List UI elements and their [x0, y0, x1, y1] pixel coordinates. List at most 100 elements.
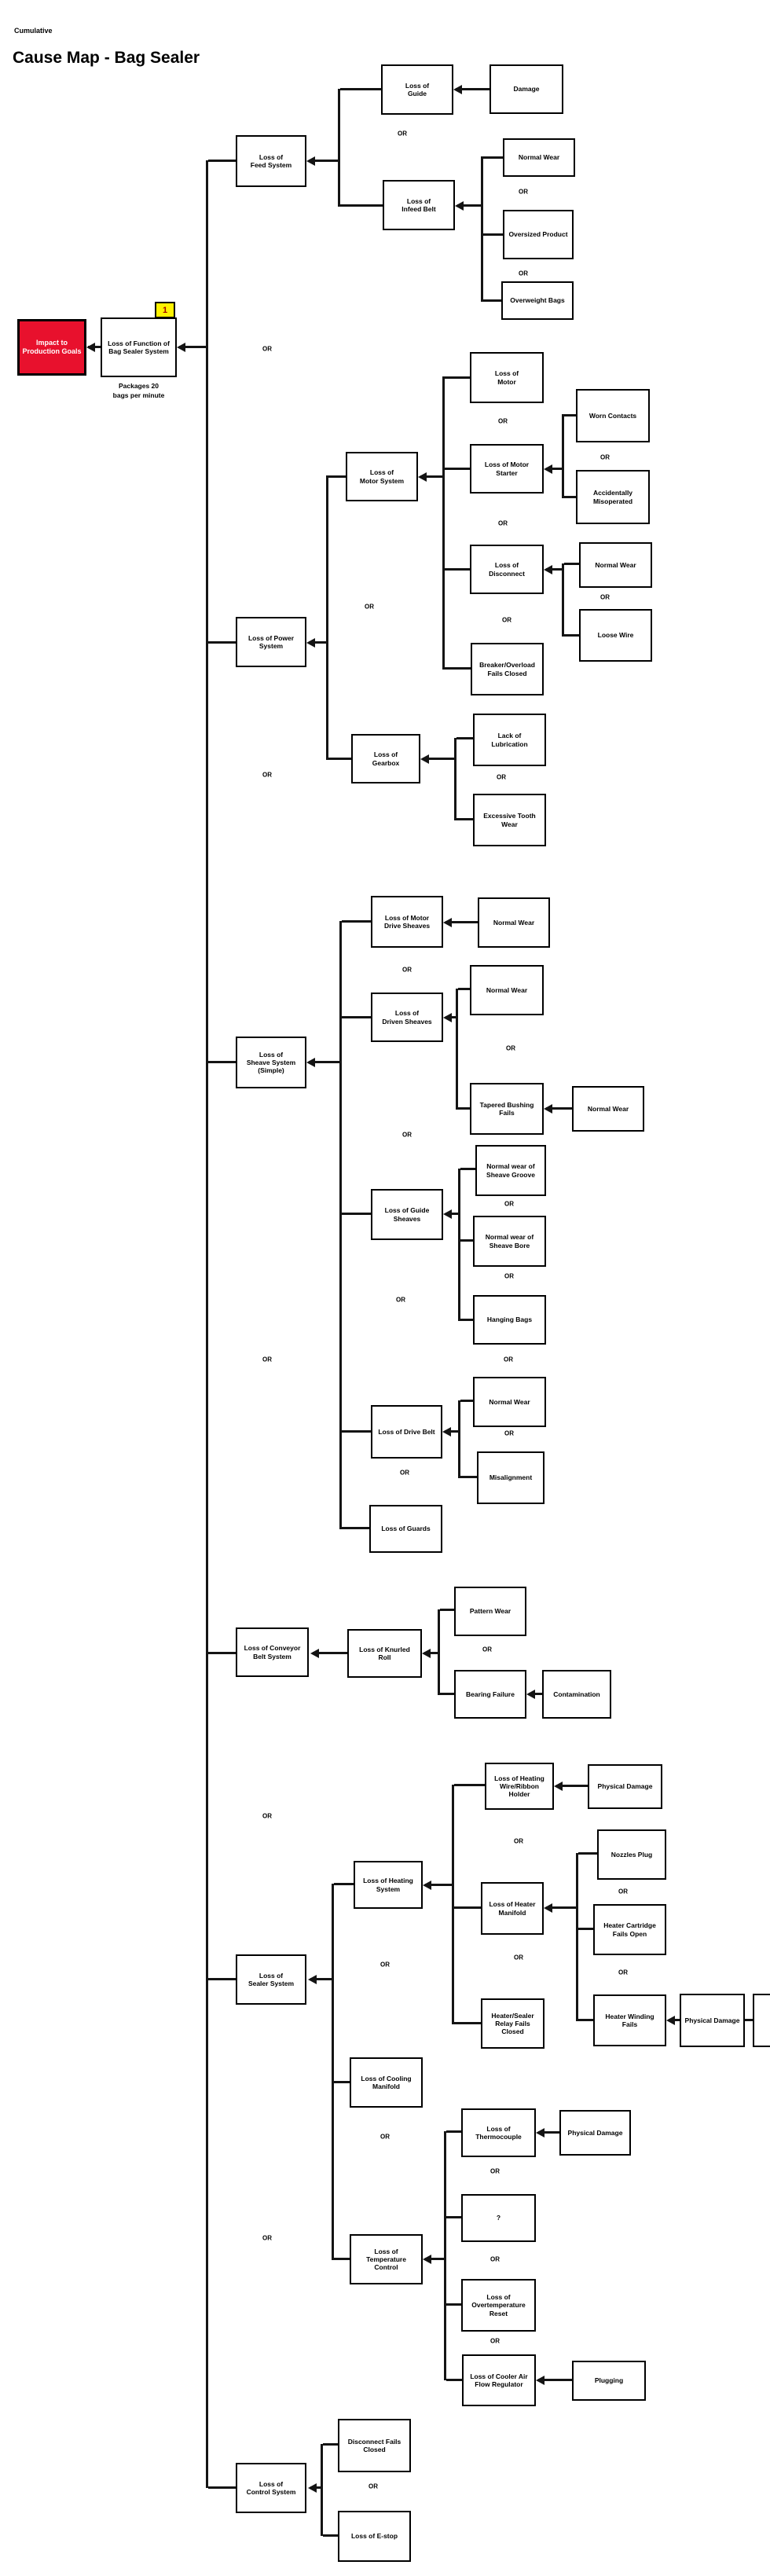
node-normal-wear-bushing: Normal Wear [572, 1086, 644, 1132]
or-gate-label: OR [490, 2255, 500, 2263]
node-loss-of-cooling-manifold: Loss of Cooling Manifold [350, 2057, 423, 2108]
node-impact-to-production-goals: Impact to Production Goals [17, 319, 86, 376]
or-gate-label: OR [618, 1969, 628, 1976]
connector-line [578, 1928, 593, 1930]
arrowhead-icon [544, 1903, 552, 1913]
page-title: Cause Map - Bag Sealer [13, 49, 200, 67]
connector-line [342, 1527, 369, 1529]
connector-line [458, 988, 470, 990]
node-loss-of-motor-starter: Loss of Motor Starter [470, 444, 544, 494]
connector-line [309, 160, 338, 162]
connector-line [456, 818, 473, 820]
node-loss-of-control-system: Loss of Control System [236, 2463, 306, 2513]
or-gate-label: OR [514, 1837, 523, 1845]
node-unknown-cause: ? [461, 2194, 536, 2242]
evidence-badge: 1 [155, 302, 175, 318]
connector-line [454, 1784, 485, 1786]
connector-line [342, 1016, 371, 1018]
connector-line [538, 2131, 559, 2134]
node-bearing-failure: Bearing Failure [454, 1670, 526, 1719]
connector-line [456, 88, 490, 90]
node-heater-winding-fails: Heater Winding Fails [593, 1994, 666, 2046]
node-normal-wear-drive-belt: Normal Wear [473, 1377, 546, 1427]
connector-line [576, 1853, 578, 2021]
node-nozzles-plug: Nozzles Plug [597, 1829, 666, 1880]
or-gate-label: OR [600, 593, 610, 601]
connector-line [481, 156, 483, 302]
arrowhead-icon [422, 1649, 431, 1658]
node-loss-of-power-system: Loss of Power System [236, 617, 306, 667]
connector-line [440, 1693, 454, 1695]
node-loss-of-motor: Loss of Motor [470, 352, 544, 403]
or-gate-label: OR [504, 1429, 514, 1437]
arrowhead-icon [306, 1058, 315, 1067]
connector-line [445, 1430, 458, 1433]
node-loss-of-overtemperature-reset: Loss of Overtemperature Reset [461, 2279, 536, 2332]
connector-line [309, 641, 326, 644]
arrowhead-icon [554, 1782, 563, 1791]
node-loss-of-temperature-control: Loss of Temperature Control [350, 2234, 423, 2284]
connector-line [556, 1785, 588, 1787]
arrowhead-icon [308, 1975, 317, 1984]
connector-line [546, 1906, 576, 1909]
connector-line [564, 496, 576, 498]
arrowhead-icon [306, 156, 315, 166]
arrowhead-icon [310, 1649, 319, 1658]
top-event-note: Packages 20 bags per minute [112, 382, 165, 399]
or-gate-label: OR [262, 1812, 272, 1820]
connector-line [444, 2131, 446, 2380]
connector-line [454, 738, 456, 820]
connector-line [321, 2444, 323, 2536]
node-loss-of-infeed-belt: Loss of Infeed Belt [383, 180, 455, 230]
connector-line [445, 468, 470, 470]
node-loss-of-knurled-roll: Loss of Knurled Roll [347, 1629, 422, 1678]
node-physical-damage-heating-wire: Physical Damage [588, 1764, 662, 1809]
connector-line [339, 921, 342, 1529]
or-gate-label: OR [400, 1469, 409, 1477]
or-gate-label: OR [482, 1646, 492, 1653]
node-loss-of-guide: Loss of Guide [381, 64, 453, 115]
or-gate-label: OR [368, 2482, 378, 2490]
node-oversized-product: Oversized Product [503, 210, 574, 259]
arrowhead-icon [455, 201, 464, 211]
connector-line [454, 1906, 481, 1909]
arrowhead-icon [443, 918, 452, 927]
connector-line [460, 1476, 477, 1478]
node-hanging-bags: Hanging Bags [473, 1295, 546, 1345]
node-loose-wire: Loose Wire [579, 609, 652, 662]
node-physical-damage-winding: Physical Damage [680, 1994, 745, 2047]
connector-line [208, 2486, 236, 2489]
node-breaker-overload-fails-closed: Breaker/Overload Fails Closed [471, 643, 544, 695]
connector-line [460, 1400, 473, 1402]
node-excessive-tooth-wear: Excessive Tooth Wear [473, 794, 546, 846]
connector-line [208, 641, 236, 644]
connector-line [208, 160, 236, 162]
connector-line [328, 758, 351, 760]
node-worn-contacts: Worn Contacts [576, 389, 650, 442]
node-misalignment: Misalignment [477, 1451, 544, 1504]
node-normal-wear-disconnect: Normal Wear [579, 542, 652, 588]
node-loss-of-guide-sheaves: Loss of Guide Sheaves [371, 1189, 443, 1240]
connector-line [340, 204, 383, 207]
or-gate-label: OR [380, 2133, 390, 2141]
connector-line [562, 563, 564, 637]
connector-line [445, 667, 471, 670]
connector-line [458, 1400, 460, 1478]
connector-line [446, 2216, 461, 2218]
node-normal-wear-sheave-bore: Normal wear of Sheave Bore [473, 1216, 546, 1267]
or-gate-label: OR [498, 417, 508, 425]
or-gate-label: OR [497, 773, 506, 781]
node-loss-of-drive-belt: Loss of Drive Belt [371, 1405, 442, 1459]
node-loss-of-e-stop: Loss of E-stop [338, 2511, 411, 2562]
node-accidentally-misoperated: Accidentally Misoperated [576, 470, 650, 524]
connector-line [460, 1239, 473, 1242]
connector-line [562, 414, 564, 498]
connector-line [208, 1061, 236, 1063]
arrowhead-icon [536, 2128, 544, 2137]
connector-line [578, 1852, 597, 1855]
node-loss-of-cooler-air-flow-regulator: Loss of Cooler Air Flow Regulator [462, 2354, 536, 2406]
connector-line [334, 2081, 350, 2083]
or-gate-label: OR [262, 2234, 272, 2242]
connector-line [310, 1978, 332, 1980]
or-gate-label: OR [262, 345, 272, 353]
